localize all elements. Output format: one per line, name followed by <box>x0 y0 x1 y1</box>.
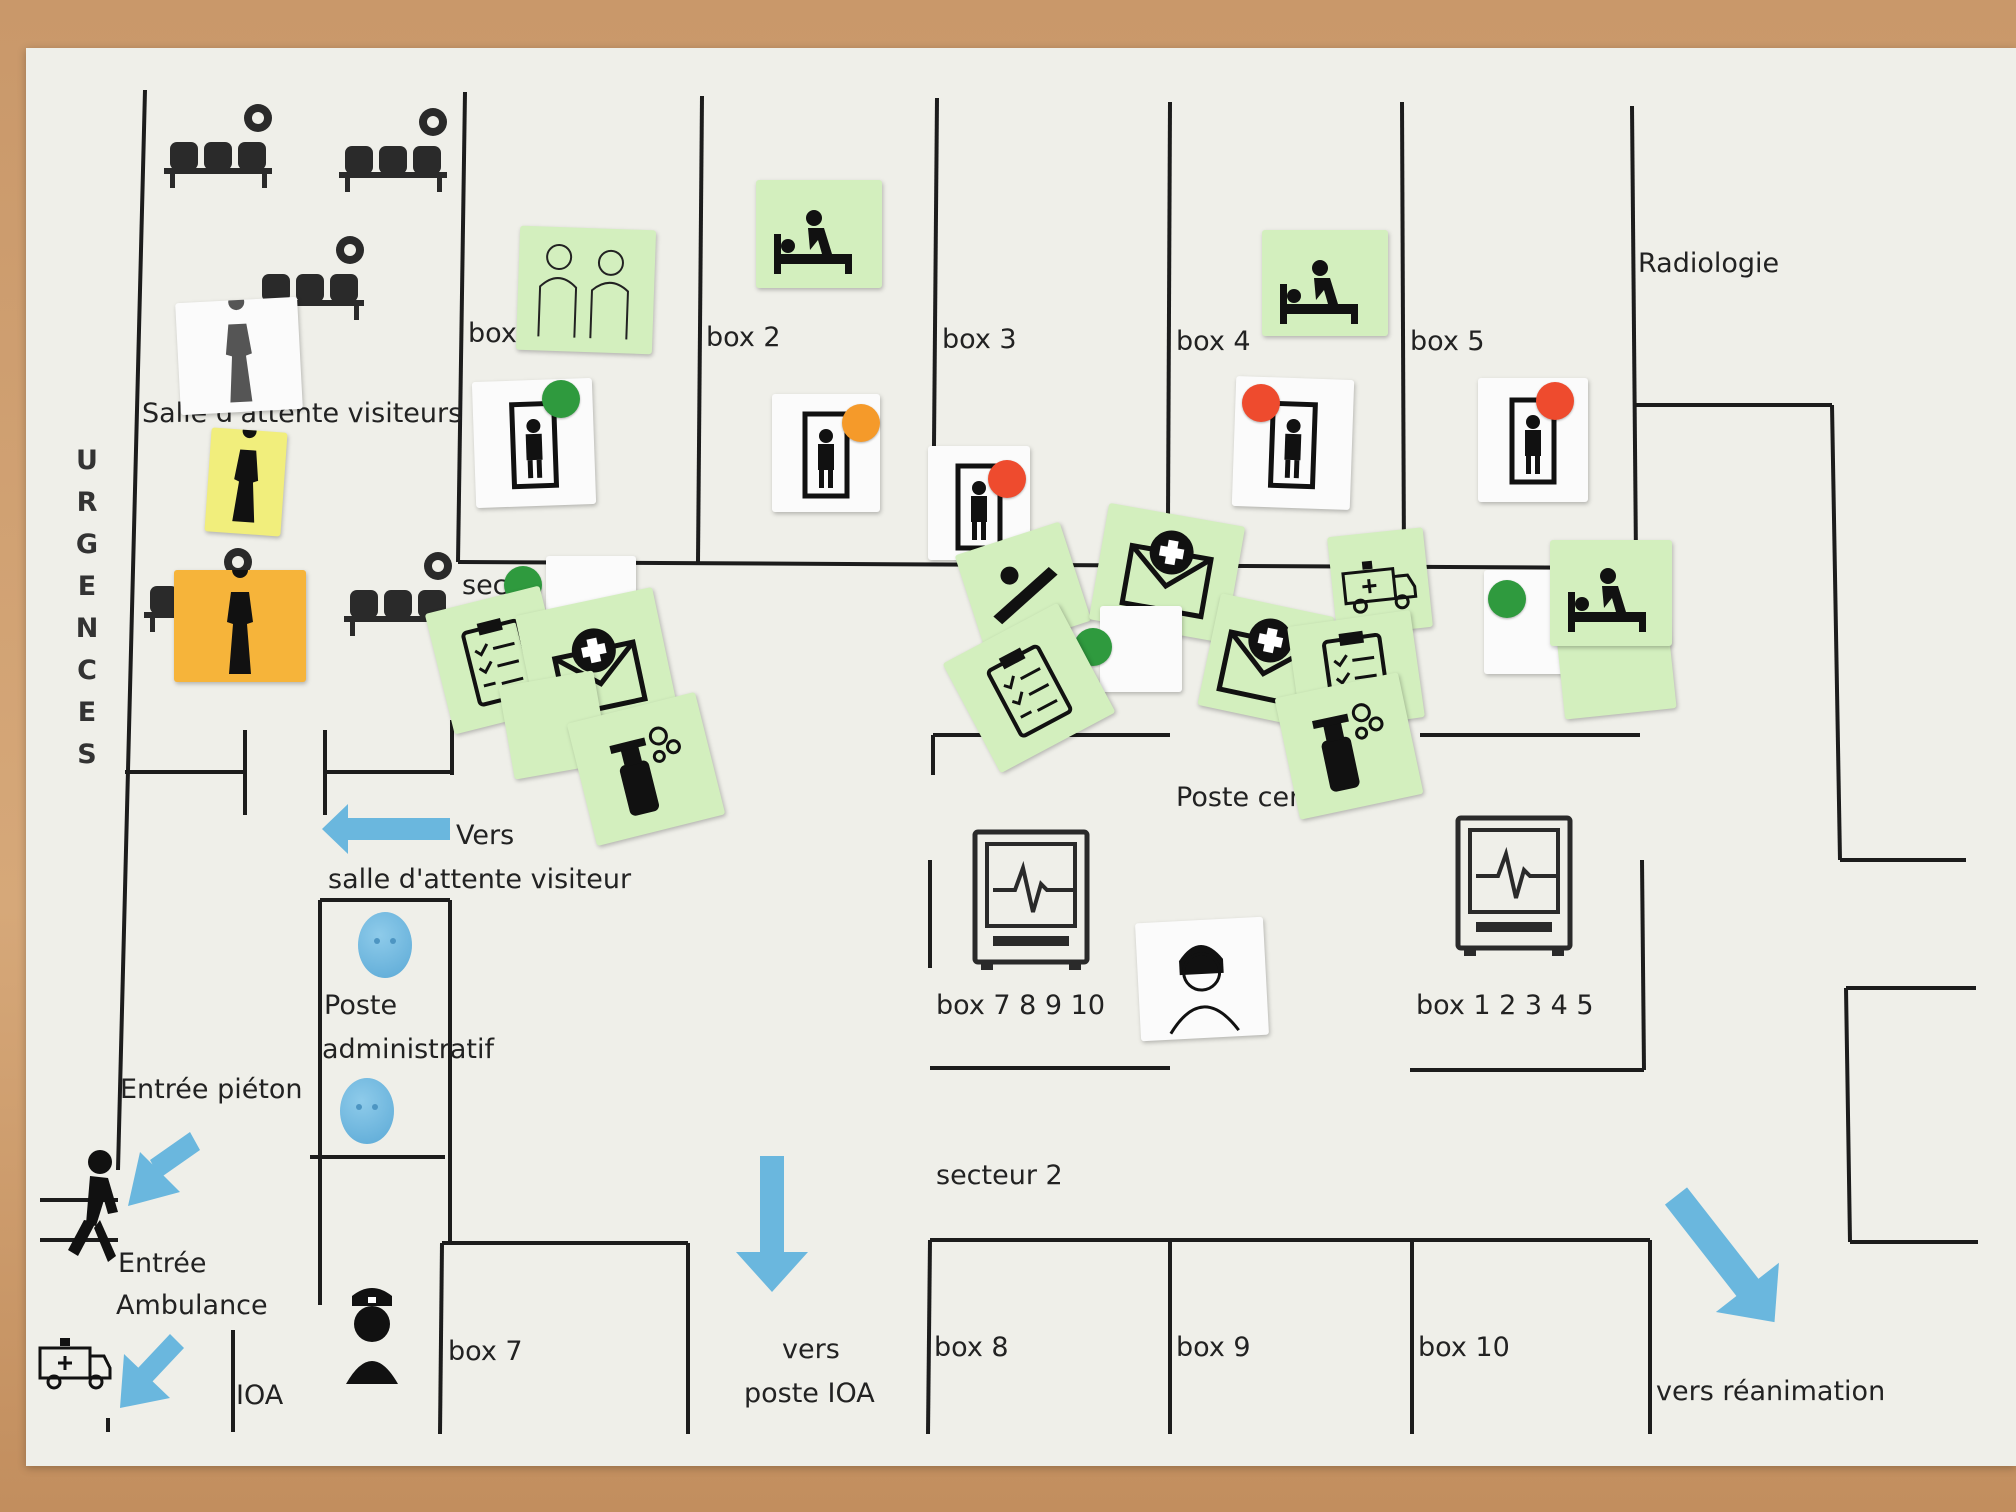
urgences-title: URGENCES <box>75 445 99 770</box>
person-silhouette-icon <box>225 294 253 403</box>
envelope-cross-icon <box>1122 524 1215 617</box>
spray-bottle-icon <box>606 722 695 820</box>
waiting-chairs-icon <box>164 104 272 188</box>
box-7-label: box 7 <box>448 1336 523 1367</box>
patient-bed-icon <box>1280 260 1358 324</box>
admin-post-label-2: administratif <box>322 1034 494 1065</box>
pedestrian-entry-label: Entrée piéton <box>120 1074 303 1105</box>
admin-smiley-icon <box>358 912 412 978</box>
arrow-icon <box>1664 1187 1779 1323</box>
stretcher-icon <box>1271 403 1316 486</box>
person-silhouette-icon <box>232 424 259 523</box>
visitor-card[interactable] <box>174 562 306 682</box>
box-8-label: box 8 <box>934 1332 1009 1363</box>
monitor-left-label: box 7 8 9 10 <box>936 990 1106 1021</box>
arrow-icon <box>120 1334 184 1408</box>
admin-post-label-1: Poste <box>324 990 398 1021</box>
doctor-card[interactable] <box>1134 916 1270 1042</box>
to-icu-label: vers réanimation <box>1656 1376 1886 1407</box>
doctor-nurse-icon <box>537 244 629 340</box>
ambulance-entry-label-2: Ambulance <box>116 1290 268 1321</box>
patient-bed-icon <box>1568 568 1646 632</box>
visitor-card[interactable] <box>204 424 288 537</box>
patient-bed-icon <box>774 210 852 274</box>
to-waiting-label-2: salle d'attente visiteur <box>328 864 632 895</box>
monitor-right-label: box 1 2 3 4 5 <box>1416 990 1594 1021</box>
stretcher-card[interactable] <box>1100 606 1182 692</box>
box-2-label: box 2 <box>706 322 781 353</box>
care-card[interactable] <box>1550 540 1672 646</box>
box-9-label: box 9 <box>1176 1332 1251 1363</box>
sector-2-label: secteur 2 <box>936 1160 1063 1191</box>
arrow-icon <box>736 1156 808 1292</box>
visitor-card[interactable] <box>175 294 303 416</box>
ioa-label: IOA <box>236 1380 284 1411</box>
ambulance-icon <box>1340 555 1419 616</box>
status-dot-red <box>988 460 1026 498</box>
status-dot-red <box>1242 384 1280 422</box>
nurse-icon <box>346 1288 398 1384</box>
spray-bottle-icon <box>1309 699 1396 796</box>
to-waiting-label-1: Vers <box>456 820 515 851</box>
box-1-label: box <box>468 318 517 349</box>
box-3-label: box 3 <box>942 324 1017 355</box>
person-silhouette-icon <box>227 562 253 674</box>
box-5-label: box 5 <box>1410 326 1485 357</box>
box-4-label: box 4 <box>1176 326 1251 357</box>
waiting-chairs-icon <box>339 108 447 192</box>
to-ioa-label-1: vers <box>782 1334 840 1365</box>
ambulance-entry-label-1: Entrée <box>118 1248 207 1279</box>
transfer-card[interactable] <box>954 521 1092 655</box>
checklist-icon <box>985 640 1072 737</box>
arrow-icon <box>128 1132 200 1206</box>
admin-smiley-icon <box>340 1078 394 1144</box>
status-dot-green <box>542 380 580 418</box>
stretcher-icon <box>512 403 557 486</box>
stretcher-icon <box>805 414 847 496</box>
stretcher-transfer-icon <box>993 566 1058 625</box>
heart-monitor-icon <box>975 832 1087 970</box>
box-10-label: box 10 <box>1418 1332 1510 1363</box>
arrow-icon <box>322 804 450 854</box>
ambulance-icon <box>38 1336 112 1390</box>
doctor-icon <box>1169 945 1240 1035</box>
radiology-label: Radiologie <box>1638 248 1780 279</box>
heart-monitor-icon <box>1458 818 1570 956</box>
cleaning-card[interactable] <box>1274 672 1424 820</box>
to-ioa-label-2: poste IOA <box>744 1378 875 1409</box>
walking-person-icon <box>68 1150 118 1262</box>
staff-card[interactable] <box>515 225 657 355</box>
care-card[interactable] <box>756 180 882 288</box>
status-dot-green <box>1488 580 1526 618</box>
care-card[interactable] <box>1262 230 1388 336</box>
status-dot-orange <box>842 404 880 442</box>
status-dot-red <box>1536 382 1574 420</box>
